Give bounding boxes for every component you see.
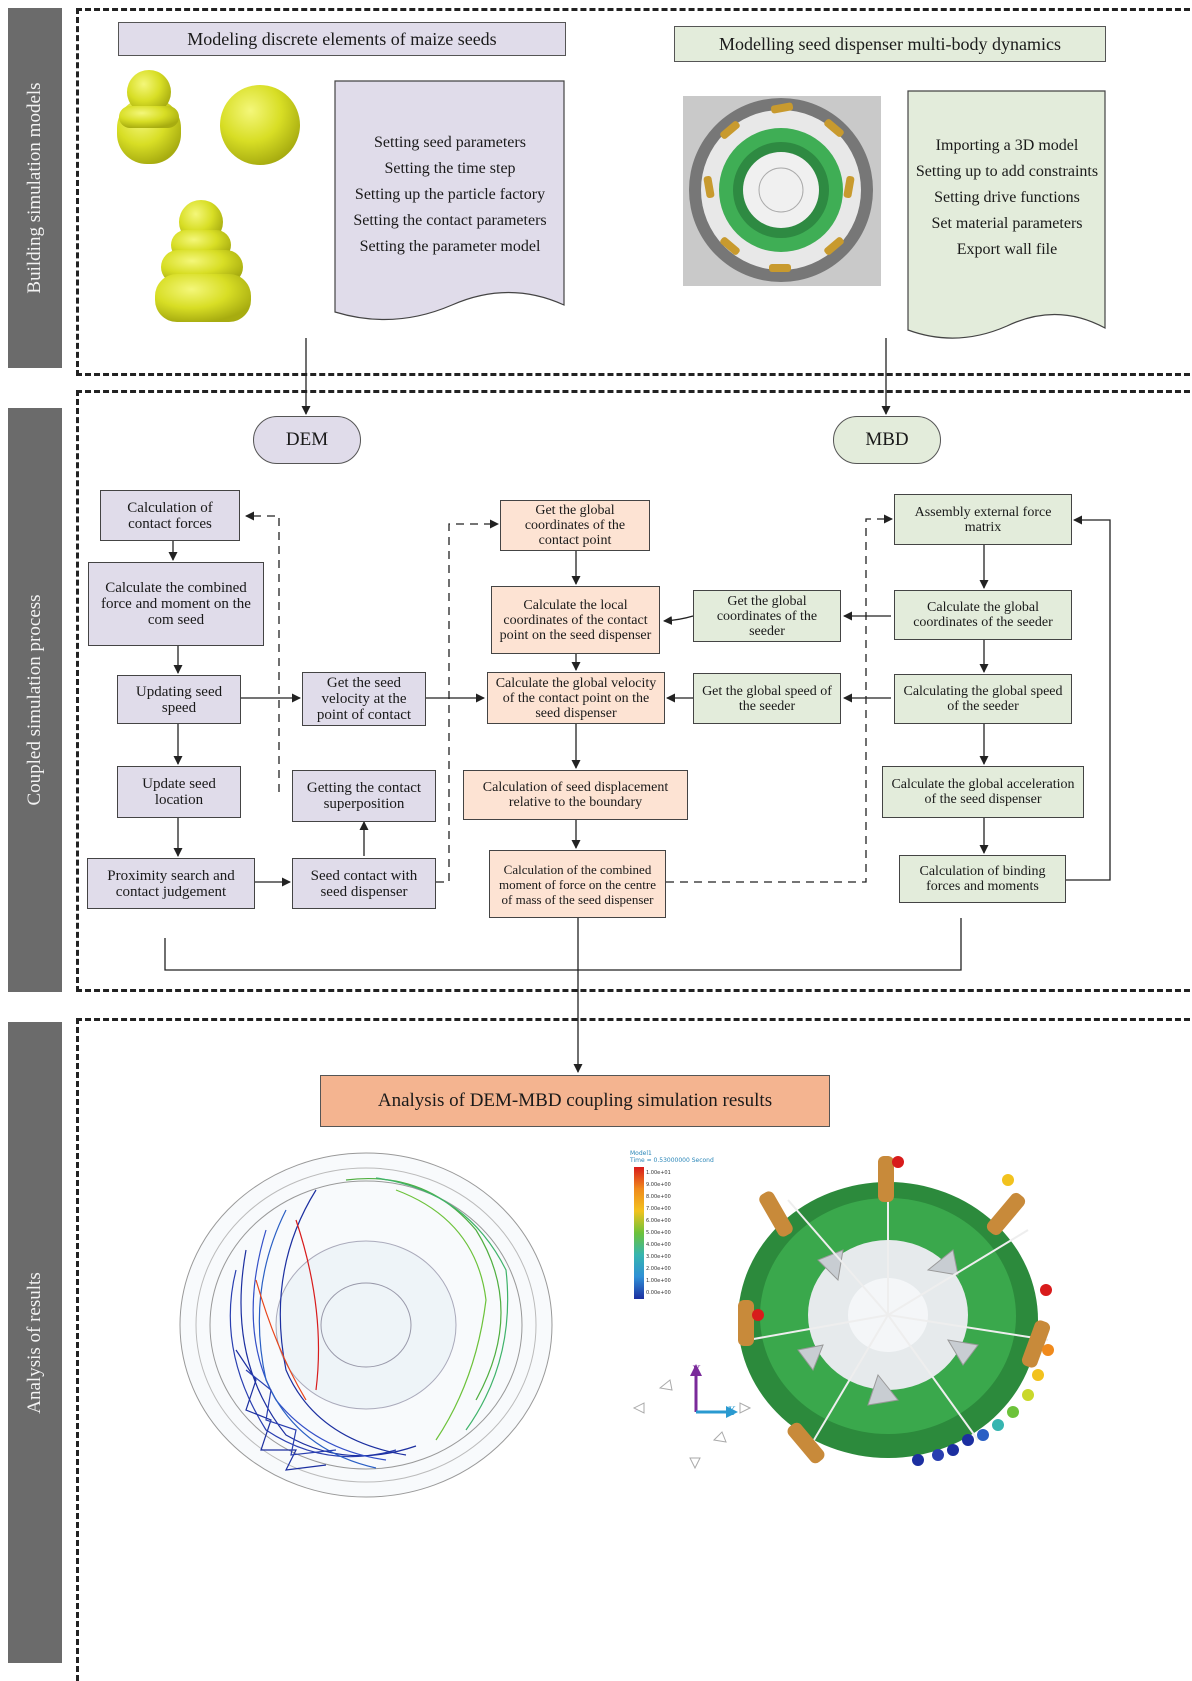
combined-force-box: Calculate the combined force and moment … bbox=[88, 562, 264, 646]
seed-shape-1-icon bbox=[117, 70, 181, 164]
mbd-step: Setting up to add constraints bbox=[915, 163, 1099, 180]
update-location-box: Update seed location bbox=[117, 766, 241, 818]
dem-model-title: Modeling discrete elements of maize seed… bbox=[118, 22, 566, 56]
global-coords-contact-box: Get the global coordinates of the contac… bbox=[500, 500, 650, 551]
mbd-step: Importing a 3D model bbox=[935, 137, 1079, 154]
mbd-step: Setting drive functions bbox=[934, 189, 1080, 206]
legend-values: 1.00e+01 9.00e+00 8.00e+00 7.00e+00 6.00… bbox=[646, 1170, 671, 1296]
axis-y-label: Y bbox=[692, 1362, 700, 1377]
seed-shape-2-icon bbox=[220, 85, 300, 165]
coupled-simulation-render-image bbox=[738, 1156, 1054, 1466]
results-legend: Model1 Time = 0.53000000 Second bbox=[630, 1150, 714, 1164]
contact-superposition-box: Getting the contact superposition bbox=[292, 770, 436, 822]
legend-color-bar bbox=[634, 1167, 644, 1299]
global-velocity-contact-box: Calculate the global velocity of the con… bbox=[487, 672, 665, 724]
calc-acceleration-box: Calculate the global acceleration of the… bbox=[882, 766, 1084, 818]
proximity-search-box: Proximity search and contact judgement bbox=[87, 858, 255, 909]
maize-seed-models-image bbox=[117, 70, 300, 322]
legend-title: Model1 bbox=[630, 1150, 652, 1157]
calc-contact-forces-box: Calculation of contact forces bbox=[100, 490, 240, 541]
section-analysis bbox=[76, 1018, 1192, 1681]
dem-step: Setting seed parameters bbox=[374, 134, 526, 151]
section-label-analysis: Analysis of results bbox=[8, 1022, 62, 1663]
axis-x-label: X bbox=[727, 1403, 735, 1418]
combined-moment-box: Calculation of the combined moment of fo… bbox=[489, 850, 666, 918]
mbd-settings-list: Importing a 3D model Setting up to add c… bbox=[907, 133, 1107, 263]
get-global-speed-seeder-box: Get the global speed of the seeder bbox=[693, 673, 841, 724]
seed-displacement-box: Calculation of seed displacement relativ… bbox=[463, 770, 688, 820]
dem-settings-list: Setting seed parameters Setting the time… bbox=[334, 130, 566, 260]
section-label-coupled: Coupled simulation process bbox=[8, 408, 62, 992]
local-coords-contact-box: Calculate the local coordinates of the c… bbox=[491, 586, 660, 654]
binding-forces-box: Calculation of binding forces and moment… bbox=[899, 855, 1066, 903]
section-label-building: Building simulation models bbox=[8, 8, 62, 368]
mbd-model-title: Modelling seed dispenser multi-body dyna… bbox=[674, 26, 1106, 62]
dem-step: Setting the time step bbox=[384, 160, 516, 177]
dem-terminal: DEM bbox=[253, 416, 361, 464]
results-title-box: Analysis of DEM-MBD coupling simulation … bbox=[320, 1075, 830, 1127]
dem-step: Setting up the particle factory bbox=[354, 186, 546, 203]
section-building bbox=[76, 8, 1192, 376]
dem-step: Setting the contact parameters bbox=[353, 212, 547, 229]
get-global-coords-seeder-box: Get the global coordinates of the seeder bbox=[693, 590, 841, 642]
dem-settings-document bbox=[334, 80, 565, 321]
calc-global-coords-seeder-box: Calculate the global coordinates of the … bbox=[894, 590, 1072, 640]
seed-velocity-contact-box: Get the seed velocity at the point of co… bbox=[302, 672, 426, 726]
mbd-terminal: MBD bbox=[833, 416, 941, 464]
legend-time: Time = 0.53000000 Second bbox=[630, 1157, 714, 1164]
mbd-settings-document bbox=[907, 90, 1106, 339]
seed-dispenser-model-image bbox=[683, 96, 881, 286]
mbd-step: Set material parameters bbox=[931, 215, 1083, 232]
seed-trajectory-image bbox=[179, 1152, 553, 1498]
assembly-force-matrix-box: Assembly external force matrix bbox=[894, 494, 1072, 545]
seed-contact-box: Seed contact with seed dispenser bbox=[292, 858, 436, 909]
seed-shape-3-icon bbox=[155, 200, 251, 322]
calc-global-speed-seeder-box: Calculating the global speed of the seed… bbox=[894, 674, 1072, 724]
update-speed-box: Updating seed speed bbox=[117, 675, 241, 724]
dem-step: Setting the parameter model bbox=[359, 238, 541, 255]
section-coupled bbox=[76, 390, 1192, 992]
axis-triad-icon bbox=[632, 1364, 752, 1470]
mbd-step: Export wall file bbox=[956, 241, 1058, 258]
